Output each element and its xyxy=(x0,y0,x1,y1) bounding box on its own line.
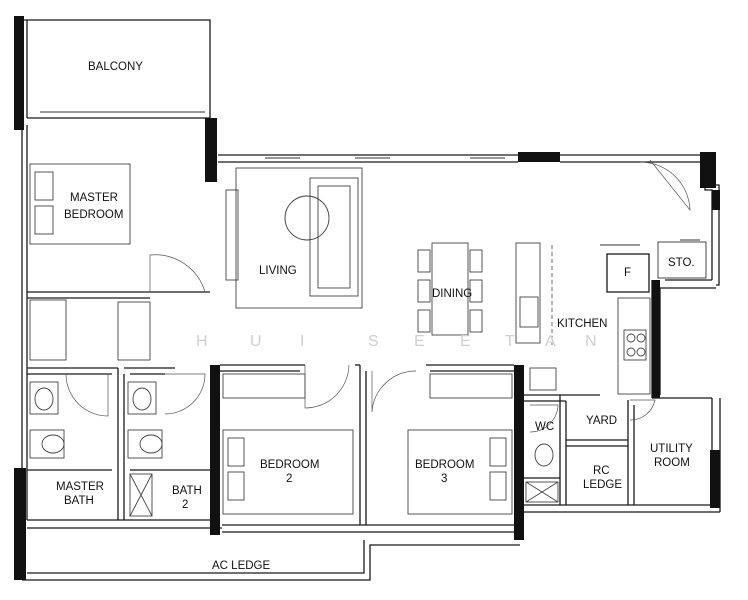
outer-walls xyxy=(18,19,721,581)
label-master-bath-line2: BATH xyxy=(64,495,94,507)
watermark-letter: N xyxy=(585,333,597,350)
label-rc-ledge-line2: LEDGE xyxy=(583,479,622,491)
label-wc: WC xyxy=(535,421,554,433)
label-bedroom-2-line1: BEDROOM xyxy=(260,459,319,471)
label-kitchen: KITCHEN xyxy=(557,318,607,330)
label-fridge: F xyxy=(624,267,631,279)
label-balcony: BALCONY xyxy=(88,61,143,73)
label-yard: YARD xyxy=(586,415,617,427)
label-bath-2-line2: 2 xyxy=(182,499,188,511)
watermark-letter: S xyxy=(368,333,379,350)
watermark-letter: I xyxy=(300,333,304,350)
watermark-letter: E xyxy=(414,333,425,350)
interior-walls xyxy=(27,241,707,525)
watermark-letter: H xyxy=(196,333,208,350)
label-bedroom-2-line2: 2 xyxy=(286,473,292,485)
label-bedroom-3-line2: 3 xyxy=(441,473,447,485)
furniture xyxy=(29,163,651,517)
watermark: H U I S E E T A N xyxy=(196,333,597,350)
label-bedroom-3-line1: BEDROOM xyxy=(415,459,474,471)
label-rc-ledge-line1: RC xyxy=(593,465,610,477)
watermark-letter: U xyxy=(250,333,262,350)
label-living: LIVING xyxy=(259,265,297,277)
label-ac-ledge: AC LEDGE xyxy=(212,560,270,572)
watermark-letter: T xyxy=(505,333,515,350)
label-bath-2-line1: BATH xyxy=(172,485,202,497)
label-dining: DINING xyxy=(432,288,472,300)
label-store: STO. xyxy=(668,257,695,269)
doors xyxy=(65,157,700,433)
label-utility-room-line1: UTILITY xyxy=(650,443,693,455)
structural-walls xyxy=(14,16,720,580)
label-master-bedroom-line2: BEDROOM xyxy=(64,209,123,221)
label-master-bedroom-line1: MASTER xyxy=(70,192,118,204)
label-master-bath-line1: MASTER xyxy=(56,481,104,493)
room-labels: BALCONY MASTER BEDROOM LIVING DINING KIT… xyxy=(56,61,695,572)
label-utility-room-line2: ROOM xyxy=(654,457,690,469)
watermark-letter: E xyxy=(460,333,471,350)
watermark-letter: A xyxy=(545,333,556,350)
